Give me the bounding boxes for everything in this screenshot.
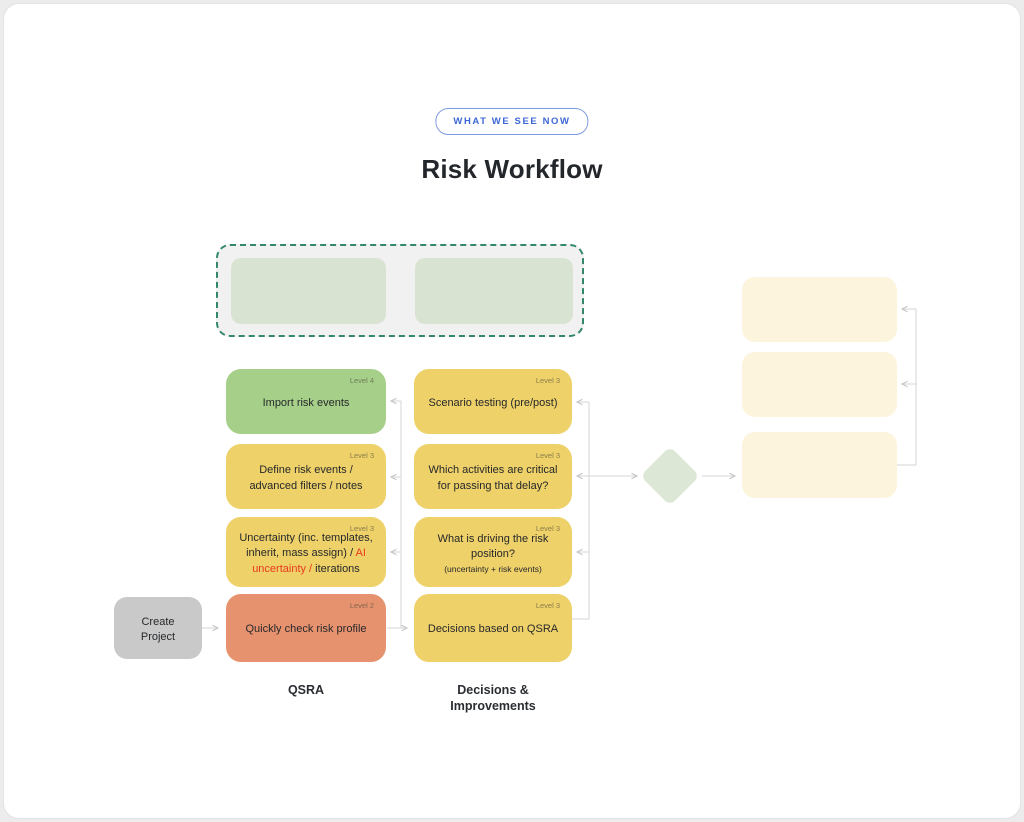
placeholder-box-cream [742, 352, 897, 417]
text-part: Uncertainty (inc. templates, inherit, ma… [239, 531, 373, 560]
decision-diamond [640, 446, 700, 506]
flow-box-define-risk-events: Level 3 Define risk events / advanced fi… [226, 444, 386, 509]
section-badge: WHAT WE SEE NOW [435, 108, 589, 135]
flow-box-label: What is driving the risk position? (uncer… [425, 532, 561, 577]
flow-box-import-risk-events: Level 4 Import risk events [226, 369, 386, 434]
flow-box-decisions-based-on-qsra: Level 3 Decisions based on QSRA [414, 594, 572, 662]
workflow-card: WHAT WE SEE NOW Risk Workflow [3, 3, 1021, 819]
flow-box-which-activities-critical: Level 3 Which activities are critical fo… [414, 444, 572, 509]
flow-box-what-driving-risk-position: Level 3 What is driving the risk positio… [414, 517, 572, 587]
highlighted-text: AI uncertainty / [252, 547, 366, 575]
flow-box-label: Import risk events [262, 396, 350, 409]
placeholder-box [231, 258, 386, 324]
page-title: Risk Workflow [421, 154, 603, 184]
flow-box-create-project: Create Project [114, 597, 202, 659]
placeholder-box-cream [742, 432, 897, 498]
flow-box-quickly-check-risk-profile: Level 2 Quickly check risk profile [226, 594, 386, 662]
level-badge: Level 3 [349, 451, 374, 460]
level-badge: Level 4 [349, 376, 374, 385]
flow-box-sublabel: (uncertainty + risk events) [444, 564, 542, 575]
flow-box-label: Decisions based on QSRA [427, 623, 559, 636]
level-badge: Level 3 [535, 601, 560, 610]
flow-box-label: Define risk events / advanced filters / … [249, 464, 363, 492]
level-badge: Level 3 [349, 524, 374, 533]
section-badge-label: WHAT WE SEE NOW [453, 116, 571, 127]
level-badge: Level 3 [535, 376, 560, 385]
flow-box-label: Scenario testing (pre/post) [428, 396, 558, 409]
flow-box-label: Which activities are critical for passin… [428, 464, 558, 492]
future-placeholder-group [216, 244, 584, 337]
flow-box-scenario-testing: Level 3 Scenario testing (pre/post) [414, 369, 572, 434]
placeholder-box-cream [742, 277, 897, 342]
level-badge: Level 3 [535, 451, 560, 460]
flow-box-label: Uncertainty (inc. templates, inherit, ma… [237, 531, 375, 577]
level-badge: Level 2 [349, 601, 374, 610]
text-part: What is driving the risk position? [437, 532, 549, 561]
column-label-decisions-improvements: Decisions & Improvements [450, 683, 536, 713]
flow-box-label: Create Project [140, 615, 176, 643]
flow-box-label: Quickly check risk profile [245, 623, 367, 636]
text-part: iterations [312, 562, 360, 575]
column-label-qsra: QSRA [287, 683, 325, 697]
flow-box-uncertainty: Level 3 Uncertainty (inc. templates, inh… [226, 517, 386, 587]
placeholder-box [415, 258, 573, 324]
level-badge: Level 3 [535, 524, 560, 533]
